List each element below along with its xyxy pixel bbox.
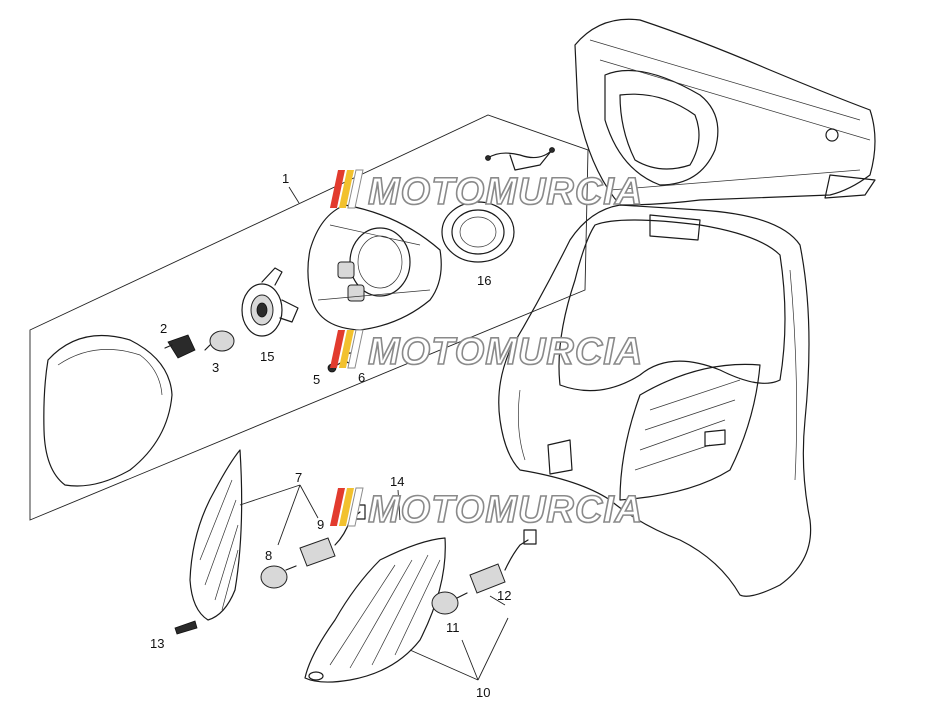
- right-signal-socket: [469, 529, 537, 594]
- watermark-stripe: [338, 170, 354, 208]
- watermark-stripe: [347, 169, 364, 209]
- watermark-text: MOTOMURCIA: [368, 331, 643, 373]
- callout-label: 10: [476, 685, 490, 700]
- watermark-text: MOTOMURCIA: [368, 171, 643, 213]
- callout-label: 1: [282, 171, 289, 186]
- watermark: MOTOMURCIA: [329, 329, 643, 374]
- left-turn-signal-lens: [189, 449, 243, 621]
- callout-label: 11: [446, 620, 460, 635]
- leader-lines: [239, 186, 509, 681]
- headlight-reflector: [307, 204, 442, 331]
- right-turn-signal-lens: [304, 537, 446, 683]
- watermark-stripe: [338, 330, 354, 368]
- callout-label: 14: [390, 474, 404, 489]
- mounting-screw: [174, 620, 198, 635]
- watermark-stripe: [347, 487, 364, 527]
- bulb-socket: [164, 334, 196, 359]
- left-signal-socket: [299, 504, 366, 567]
- watermark-stripe: [329, 488, 345, 526]
- assembly-frame: [29, 114, 589, 521]
- left-signal-bulb: [260, 565, 297, 589]
- watermark: MOTOMURCIA: [329, 169, 643, 214]
- callout-label: 9: [317, 517, 324, 532]
- callout-label: 12: [497, 588, 511, 603]
- front-shield: [498, 204, 812, 597]
- watermark: MOTOMURCIA: [329, 487, 643, 532]
- callouts: 1 2 3 5 6 7 8 9 10 11 12 13 14 15 16: [150, 171, 511, 700]
- callout-label: 15: [260, 349, 274, 364]
- watermark-stripe: [329, 170, 345, 208]
- wire-harness: [485, 147, 555, 171]
- bulb: [204, 330, 235, 352]
- callout-label: 13: [150, 636, 164, 651]
- callout-label: 8: [265, 548, 272, 563]
- callout-label: 16: [477, 273, 491, 288]
- watermark-stripe: [329, 330, 345, 368]
- headlight-lens: [43, 334, 173, 487]
- callout-label: 2: [160, 321, 167, 336]
- watermark-stripe: [347, 329, 364, 369]
- watermark-stripe: [338, 488, 354, 526]
- callout-label: 3: [212, 360, 219, 375]
- rubber-dust-cover: [441, 201, 515, 263]
- callout-label: 5: [313, 372, 320, 387]
- callout-label: 7: [295, 470, 302, 485]
- callout-label: 6: [358, 370, 365, 385]
- right-signal-bulb: [431, 591, 468, 615]
- headlight-adjuster: [241, 267, 299, 337]
- watermark-text: MOTOMURCIA: [368, 489, 643, 531]
